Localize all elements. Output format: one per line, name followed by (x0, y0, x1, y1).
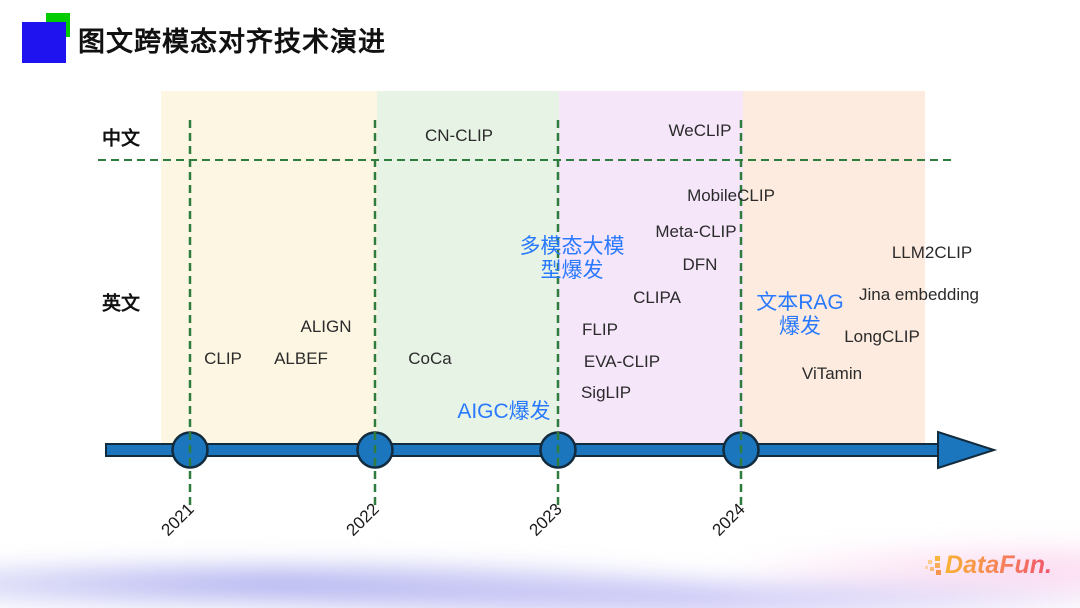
annotation-text-rag-boom: 文本RAG 爆发 (756, 290, 844, 338)
datafun-logo-text: DataFun. (945, 551, 1052, 579)
model-label-flip: FLIP (582, 320, 618, 339)
model-label-align: ALIGN (300, 317, 352, 336)
datafun-logo-pixels-icon (925, 555, 942, 575)
model-label-siglip: SigLIP (580, 383, 632, 402)
era-band-2023 (559, 91, 743, 449)
model-label-mobileclip: MobileCLIP (687, 186, 775, 205)
model-label-coca: CoCa (408, 349, 452, 368)
model-label-clip: CLIP (204, 349, 242, 368)
model-label-vitamin: ViTamin (801, 364, 863, 383)
model-label-weclip: WeCLIP (668, 121, 732, 140)
annotation-aigc-boom: AIGC爆发 (457, 399, 551, 423)
model-label-meta-clip: Meta-CLIP (655, 222, 737, 241)
timeline-arrow-icon (937, 430, 998, 470)
row-label-english: 英文 (101, 293, 141, 315)
row-label-chinese: 中文 (101, 128, 141, 150)
era-band-2022 (377, 91, 559, 449)
title-block: 图文跨模态对齐技术演进 (0, 0, 600, 80)
model-label-longclip: LongCLIP (844, 327, 920, 346)
model-label-albef: ALBEF (274, 349, 328, 368)
era-band-2024 (743, 91, 925, 449)
datafun-logo: DataFun. (925, 551, 1052, 580)
model-label-eva-clip: EVA-CLIP (583, 352, 661, 371)
model-label-jina-embedding: Jina embedding (858, 285, 980, 304)
era-band-2021 (161, 91, 377, 449)
model-label-cn-clip: CN-CLIP (424, 126, 494, 145)
title-accent-blue-square-icon (22, 22, 66, 63)
model-label-llm2clip: LLM2CLIP (891, 243, 973, 262)
timeline-bar (105, 443, 940, 457)
annotation-multimodal-llm-boom: 多模态大模 型爆发 (519, 234, 625, 282)
model-label-clipa: CLIPA (633, 288, 681, 307)
model-label-dfn: DFN (682, 255, 718, 274)
page-title: 图文跨模态对齐技术演进 (78, 27, 386, 57)
